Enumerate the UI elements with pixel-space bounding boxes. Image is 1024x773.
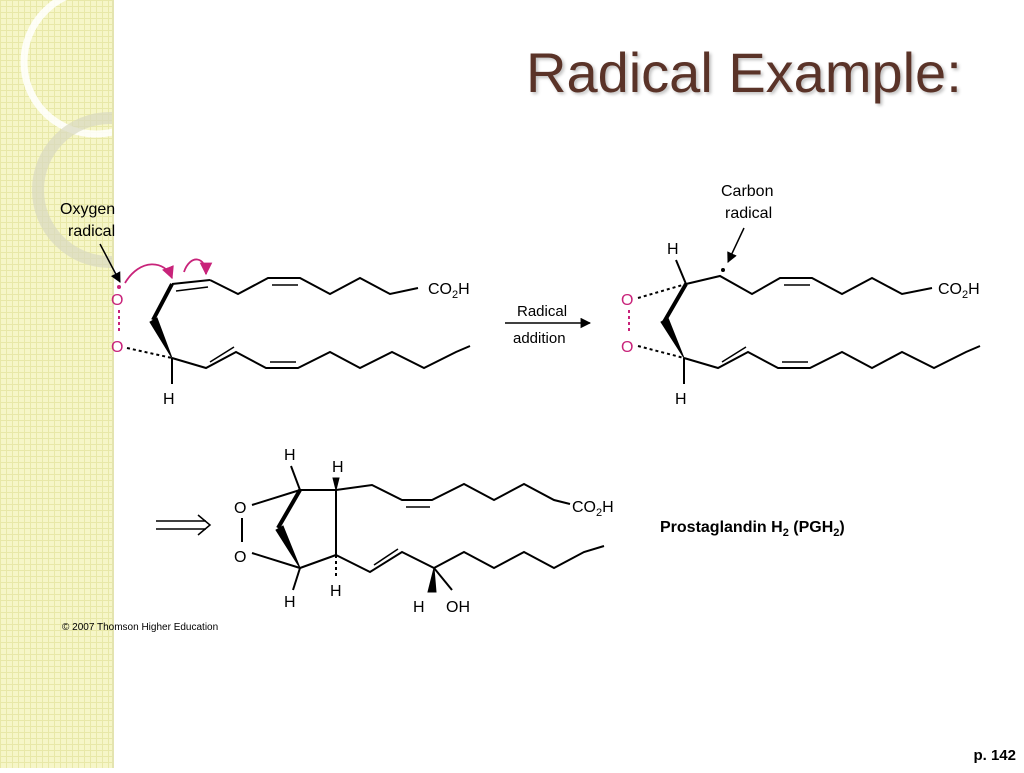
carbon-radical-label-2: radical bbox=[725, 205, 772, 222]
carboxyl-group-3: CO2H bbox=[572, 499, 614, 519]
oxygen-radical-label-2: radical bbox=[68, 223, 115, 240]
intermediate-structure: Carbon radical H O O H CO2H bbox=[621, 183, 981, 408]
oxygen-atom-p2: O bbox=[234, 549, 246, 566]
carboxyl-group: CO2H bbox=[428, 281, 470, 301]
electron-arrow-2 bbox=[183, 258, 213, 276]
double-arrow-head bbox=[197, 514, 212, 536]
h-atom-p5: H bbox=[413, 599, 425, 616]
oxygen-atom-lower: O bbox=[111, 339, 123, 356]
arrow-label-addition: addition bbox=[513, 330, 566, 347]
oxygen-atom-lower-2: O bbox=[621, 339, 633, 356]
carbon-radical-dot bbox=[721, 268, 725, 272]
h-atom-top: H bbox=[667, 241, 679, 258]
reaction-arrow-group: Radical addition bbox=[505, 303, 592, 347]
reactant-structure: Oxygen radical O O H CO2H bbox=[60, 201, 471, 408]
h-atom: H bbox=[163, 391, 175, 408]
product-structure: H H O O H H H OH CO2H bbox=[156, 447, 614, 616]
carboxyl-group-2: CO2H bbox=[938, 281, 980, 301]
copyright-credit: © 2007 Thomson Higher Education bbox=[62, 622, 218, 633]
oxygen-atom-upper: O bbox=[621, 292, 633, 309]
hydroxyl-group: OH bbox=[446, 599, 470, 616]
h-atom-p1: H bbox=[284, 447, 296, 464]
product-name: Prostaglandin H2 (PGH2) bbox=[660, 519, 845, 539]
h-atom-p3: H bbox=[284, 594, 296, 611]
oxygen-radical-label-1: Oxygen bbox=[60, 201, 115, 218]
h-atom-bottom: H bbox=[675, 391, 687, 408]
oxygen-label-arrow bbox=[99, 243, 121, 283]
h-atom-p4: H bbox=[330, 583, 342, 600]
carbon-radical-label-1: Carbon bbox=[721, 183, 773, 200]
wedge-bond bbox=[149, 317, 173, 359]
slide-title: Radical Example: bbox=[526, 41, 962, 104]
radical-dot bbox=[117, 285, 121, 289]
sidebar-edge bbox=[112, 0, 114, 768]
oxygen-atom-radical: O bbox=[111, 292, 123, 309]
decorative-sidebar bbox=[0, 0, 188, 768]
carbon-label-arrow bbox=[727, 227, 745, 263]
electron-arrow-1 bbox=[124, 263, 174, 284]
arrow-label-radical: Radical bbox=[517, 303, 567, 320]
oxygen-atom-p1: O bbox=[234, 500, 246, 517]
page-number: p. 142 bbox=[973, 747, 1016, 764]
h-atom-p2: H bbox=[332, 459, 344, 476]
